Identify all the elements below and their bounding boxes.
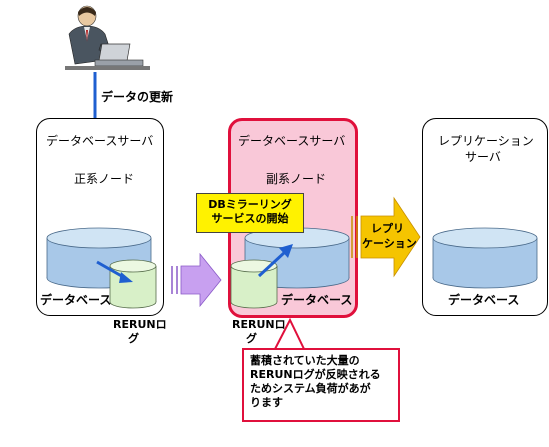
primary-node-label: 正系ノード xyxy=(74,172,135,186)
warning-line-3: ためシステム負荷があが xyxy=(250,382,371,395)
mirroring-start-callout: DBミラーリング サービスの開始 xyxy=(196,193,304,233)
warning-line-1: 蓄積されていた大量の xyxy=(250,354,360,367)
data-update-label: データの更新 xyxy=(101,90,174,104)
primary-rerun-log-cylinder xyxy=(109,259,157,309)
warning-line-4: ります xyxy=(250,396,283,409)
mirroring-line-2: サービスの開始 xyxy=(211,212,289,225)
mirroring-line-1: DBミラーリング xyxy=(208,198,292,211)
replication-arrow xyxy=(351,196,421,278)
replication-database-cylinder xyxy=(432,227,538,289)
primary-server-title: データベースサーバ xyxy=(46,134,154,148)
system-load-warning-callout: 蓄積されていた大量の RERUNログが反映される ためシステム負荷があが ります xyxy=(242,348,400,422)
secondary-database-cylinder xyxy=(244,227,350,289)
replication-db-label: データベース xyxy=(448,293,520,307)
primary-log-label-2: グ xyxy=(128,332,139,345)
secondary-node-label: 副系ノード xyxy=(266,172,327,186)
secondary-db-label: データベース xyxy=(281,293,353,307)
secondary-log-label-2: グ xyxy=(246,332,257,345)
secondary-log-label-1: RERUNロ xyxy=(232,318,286,331)
log-transfer-arrow xyxy=(171,252,222,308)
secondary-apply-arrow xyxy=(257,244,293,278)
warning-pointer xyxy=(273,317,306,351)
primary-db-label: データベース xyxy=(40,293,112,307)
primary-log-arrow xyxy=(96,260,133,283)
warning-line-2: RERUNログが反映される xyxy=(250,368,381,381)
replication-arrow-label-1: レプリ xyxy=(371,222,404,235)
secondary-server-title: データベースサーバ xyxy=(238,134,346,148)
primary-log-label-1: RERUNロ xyxy=(113,318,167,331)
replication-server-title-2: サーバ xyxy=(465,150,501,164)
replication-arrow-label-2: ケーション xyxy=(362,237,417,250)
user-at-laptop-icon xyxy=(65,5,150,70)
replication-server-title-1: レプリケーション xyxy=(438,134,534,148)
